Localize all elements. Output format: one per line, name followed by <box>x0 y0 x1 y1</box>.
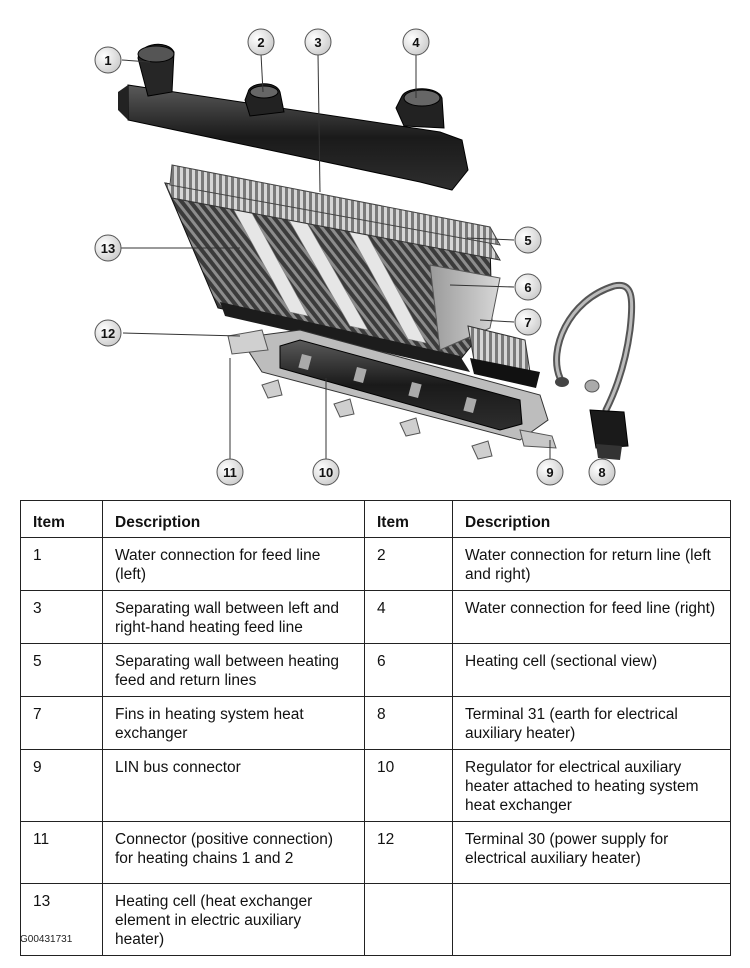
callout-6: 6 <box>514 273 542 301</box>
table-header-row: Item Description Item Description <box>20 500 731 538</box>
svg-text:6: 6 <box>524 280 531 295</box>
header-description-right: Description <box>452 500 731 538</box>
header-item-right: Item <box>364 500 453 538</box>
item-description: LIN bus connector <box>102 749 365 822</box>
svg-text:4: 4 <box>412 35 420 50</box>
svg-text:1: 1 <box>104 53 111 68</box>
water-manifold-housing <box>118 43 469 191</box>
svg-text:8: 8 <box>598 465 605 480</box>
item-description: Heating cell (heat exchanger element in … <box>102 883 365 956</box>
callout-11: 11 <box>216 458 244 486</box>
item-description: Water connection for feed line (right) <box>452 590 731 644</box>
table-row: 11 Connector (positive connection) for h… <box>20 821 731 884</box>
table-row: 3 Separating wall between left and right… <box>20 590 731 644</box>
item-description: Heating cell (sectional view) <box>452 643 731 697</box>
item-description: Separating wall between heating feed and… <box>102 643 365 697</box>
legend-table: Item Description Item Description 1 Wate… <box>20 500 731 956</box>
svg-text:13: 13 <box>101 241 115 256</box>
table-row: 5 Separating wall between heating feed a… <box>20 643 731 697</box>
item-description: Terminal 31 (earth for electrical auxili… <box>452 696 731 750</box>
item-number: 13 <box>20 883 103 956</box>
callout-9: 9 <box>536 458 564 486</box>
item-number: 7 <box>20 696 103 750</box>
svg-text:3: 3 <box>314 35 321 50</box>
callout-4: 4 <box>402 28 430 56</box>
item-number: 1 <box>20 537 103 591</box>
svg-text:5: 5 <box>524 233 531 248</box>
table-row: 9 LIN bus connector 10 Regulator for ele… <box>20 749 731 822</box>
item-number: 12 <box>364 821 453 884</box>
item-number: 4 <box>364 590 453 644</box>
item-description: Water connection for feed line (left) <box>102 537 365 591</box>
item-number: 11 <box>20 821 103 884</box>
exploded-view-diagram: 1 2 3 4 5 6 7 8 9 10 11 12 13 <box>94 28 636 486</box>
table-row: 1 Water connection for feed line (left) … <box>20 537 731 591</box>
item-description: Separating wall between left and right-h… <box>102 590 365 644</box>
leader-lines <box>121 53 603 460</box>
item-number: 10 <box>364 749 453 822</box>
header-item-left: Item <box>20 500 103 538</box>
item-number: 5 <box>20 643 103 697</box>
item-description: Connector (positive connection) for heat… <box>102 821 365 884</box>
item-number <box>364 883 453 956</box>
svg-text:2: 2 <box>257 35 264 50</box>
item-number: 2 <box>364 537 453 591</box>
callout-8: 8 <box>588 458 616 486</box>
svg-text:12: 12 <box>101 326 115 341</box>
svg-text:9: 9 <box>546 465 553 480</box>
item-description: Regulator for electrical auxiliary heate… <box>452 749 731 822</box>
item-description: Water connection for return line (left a… <box>452 537 731 591</box>
table-row: 13 Heating cell (heat exchanger element … <box>20 883 731 956</box>
callout-5: 5 <box>514 226 542 254</box>
item-number: 6 <box>364 643 453 697</box>
item-description <box>452 883 731 956</box>
callout-7: 7 <box>514 308 542 336</box>
table-row: 7 Fins in heating system heat exchanger … <box>20 696 731 750</box>
item-number: 9 <box>20 749 103 822</box>
svg-text:10: 10 <box>319 465 333 480</box>
figure-code: G00431731 <box>20 934 73 945</box>
callout-2: 2 <box>247 28 275 56</box>
header-description-left: Description <box>102 500 365 538</box>
callout-12: 12 <box>94 319 122 347</box>
callout-10: 10 <box>312 458 340 486</box>
item-number: 3 <box>20 590 103 644</box>
item-number: 8 <box>364 696 453 750</box>
item-description: Fins in heating system heat exchanger <box>102 696 365 750</box>
svg-text:11: 11 <box>223 465 237 480</box>
callout-13: 13 <box>94 234 122 262</box>
callout-1: 1 <box>94 46 122 74</box>
svg-text:7: 7 <box>524 315 531 330</box>
earth-cable <box>553 281 636 460</box>
item-description: Terminal 30 (power supply for electrical… <box>452 821 731 884</box>
callout-3: 3 <box>304 28 332 56</box>
